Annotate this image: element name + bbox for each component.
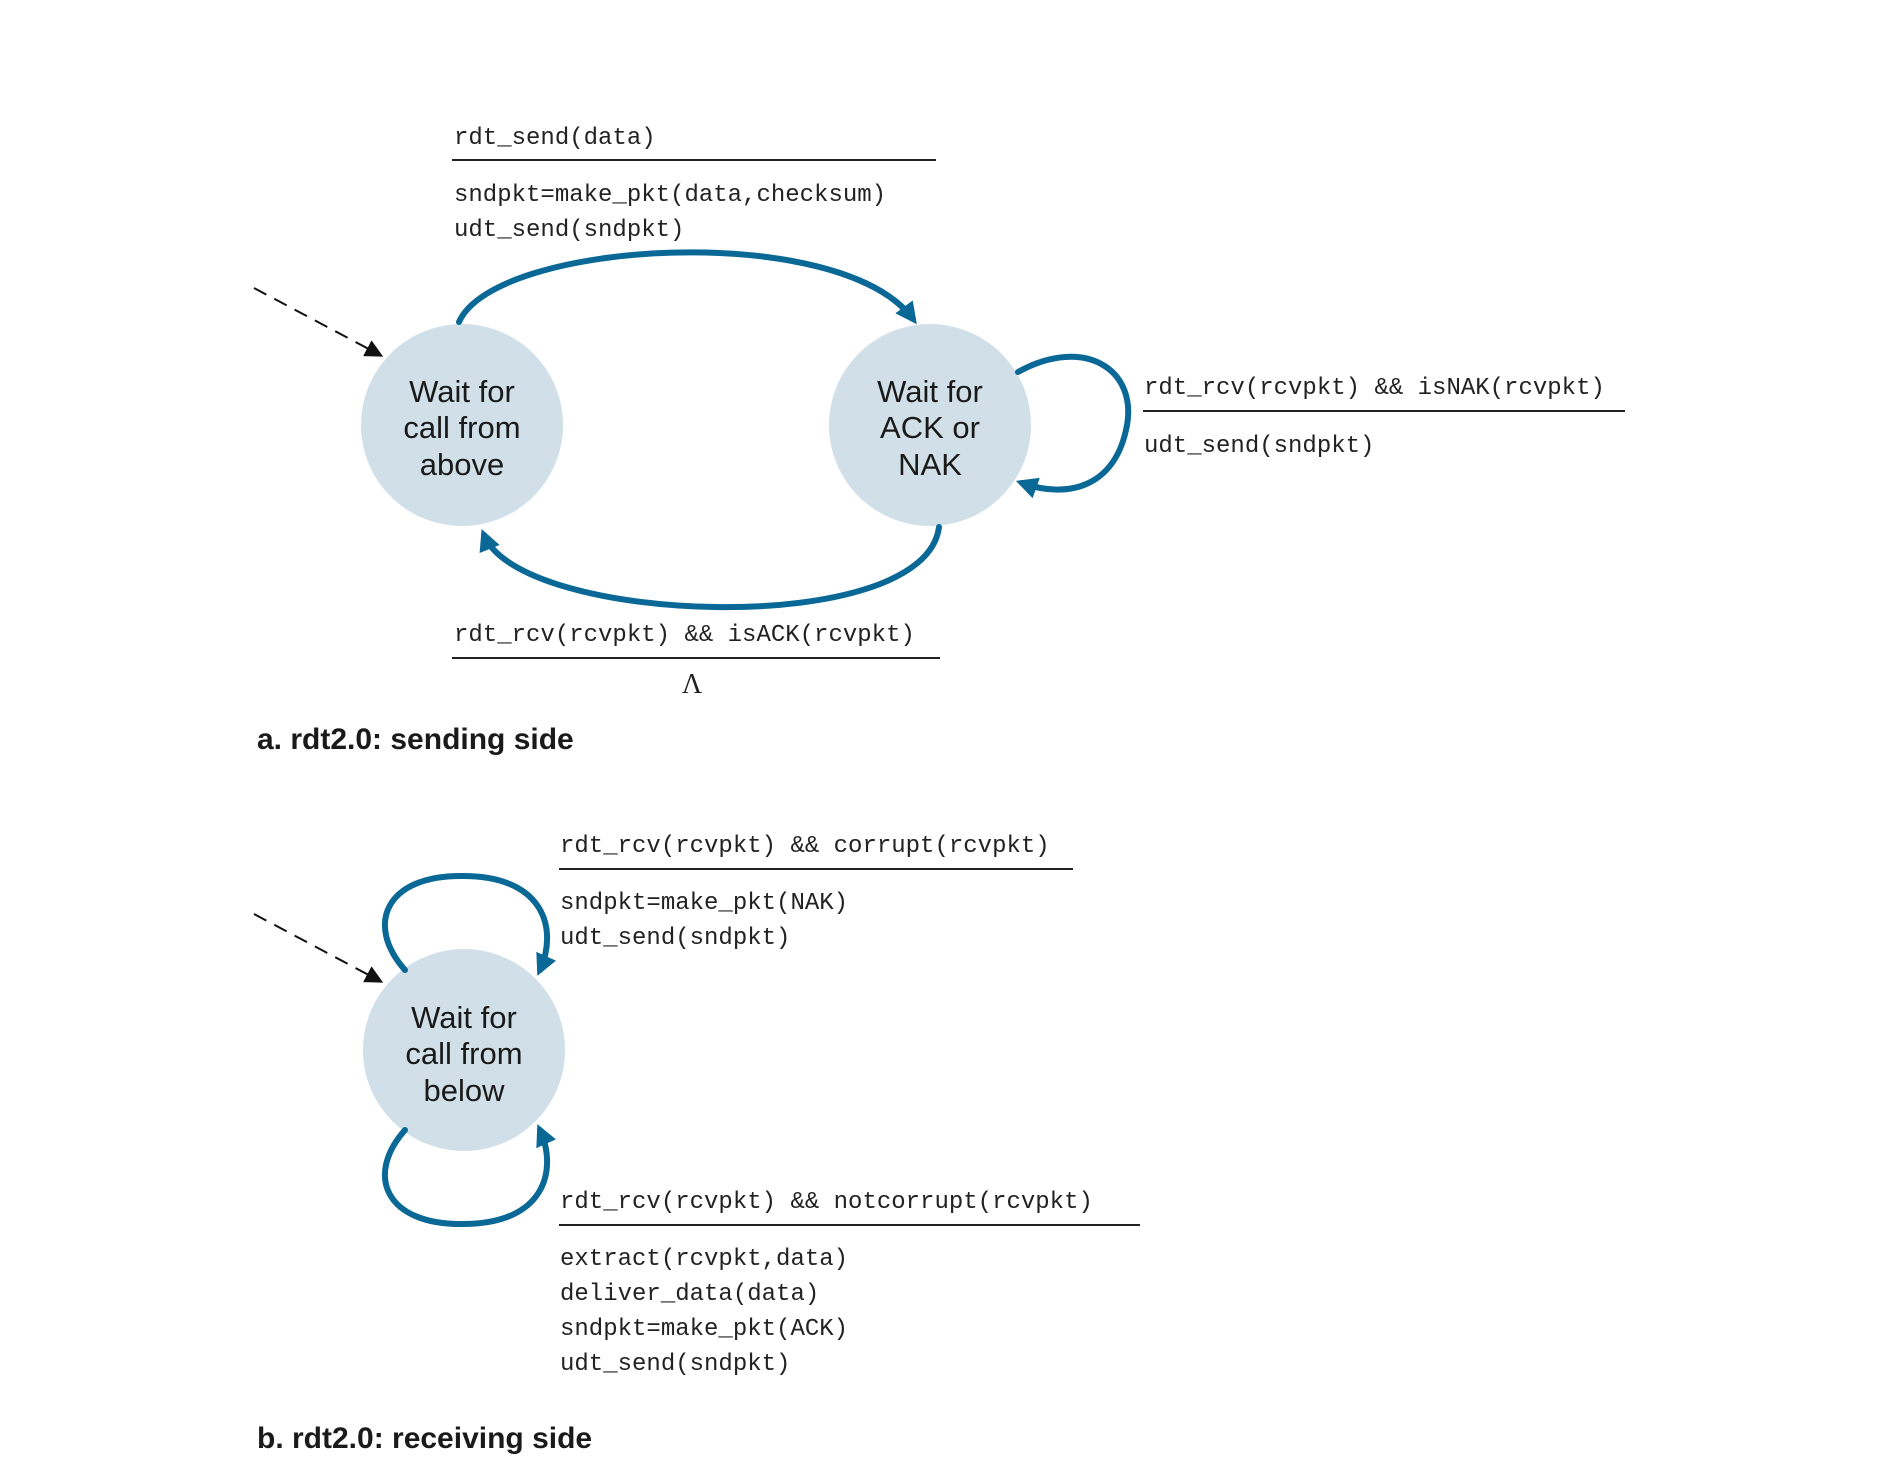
transition-action: udt_send(sndpkt) [560, 1351, 790, 1378]
state-label-line: call from [405, 1036, 522, 1071]
transition-action-lambda: Λ [682, 669, 703, 700]
transition-action: sndpkt=make_pkt(data,checksum) [454, 182, 886, 209]
transition-label-corrupt: rdt_rcv(rcvpkt) && corrupt(rcvpkt) sndpk… [559, 833, 1073, 952]
state-wait-for-call-from-above: Wait for call from above [361, 324, 563, 526]
transition-label-notcorrupt: rdt_rcv(rcvpkt) && notcorrupt(rcvpkt) ex… [559, 1189, 1140, 1378]
receiver-fsm: Wait for call from below rdt_rcv(rcvpkt)… [253, 833, 1140, 1455]
transition-action: sndpkt=make_pkt(NAK) [560, 890, 848, 917]
state-label-line: ACK or [880, 410, 980, 445]
state-label-line: above [420, 447, 504, 482]
state-label-line: Wait for [411, 1000, 517, 1035]
transition-action: sndpkt=make_pkt(ACK) [560, 1316, 848, 1343]
state-circle [363, 949, 565, 1151]
state-label-line: NAK [898, 447, 962, 482]
state-label-line: Wait for [409, 374, 515, 409]
sender-initial-arrow [253, 287, 384, 357]
state-wait-for-call-from-below: Wait for call from below [363, 949, 565, 1151]
transition-label-send-data: rdt_send(data) sndpkt=make_pkt(data,chec… [452, 125, 936, 244]
state-label-line: call from [403, 410, 520, 445]
transition-label-nak: rdt_rcv(rcvpkt) && isNAK(rcvpkt) udt_sen… [1143, 375, 1625, 460]
transition-event: rdt_rcv(rcvpkt) && notcorrupt(rcvpkt) [560, 1189, 1093, 1216]
transition-event: rdt_send(data) [454, 125, 656, 152]
transition-action: udt_send(sndpkt) [560, 925, 790, 952]
transition-event: rdt_rcv(rcvpkt) && isNAK(rcvpkt) [1144, 375, 1605, 402]
transition-action: deliver_data(data) [560, 1281, 819, 1308]
receiver-caption: b. rdt2.0: receiving side [257, 1422, 592, 1455]
state-circle [829, 324, 1031, 526]
transition-arrow-ack [479, 524, 942, 611]
transition-label-ack: rdt_rcv(rcvpkt) && isACK(rcvpkt) Λ [452, 622, 940, 700]
transition-event: rdt_rcv(rcvpkt) && isACK(rcvpkt) [454, 622, 915, 649]
transition-arrow-send-data [456, 249, 917, 325]
sender-fsm: Wait for call from above Wait for ACK or… [253, 125, 1625, 756]
state-wait-for-ack-or-nak: Wait for ACK or NAK [829, 324, 1031, 526]
state-label-line: Wait for [877, 374, 983, 409]
transition-action: udt_send(sndpkt) [454, 217, 684, 244]
transition-arrow-notcorrupt-loop [382, 1124, 557, 1228]
transition-event: rdt_rcv(rcvpkt) && corrupt(rcvpkt) [560, 833, 1050, 860]
transition-arrow-nak-loop [1015, 353, 1132, 499]
transition-action: extract(rcvpkt,data) [560, 1246, 848, 1273]
state-circle [361, 324, 563, 526]
transition-arrow-corrupt-loop [382, 872, 557, 976]
state-label-line: below [424, 1073, 506, 1108]
transition-action: udt_send(sndpkt) [1144, 433, 1374, 460]
receiver-initial-arrow [253, 913, 384, 983]
sender-caption: a. rdt2.0: sending side [257, 723, 574, 756]
